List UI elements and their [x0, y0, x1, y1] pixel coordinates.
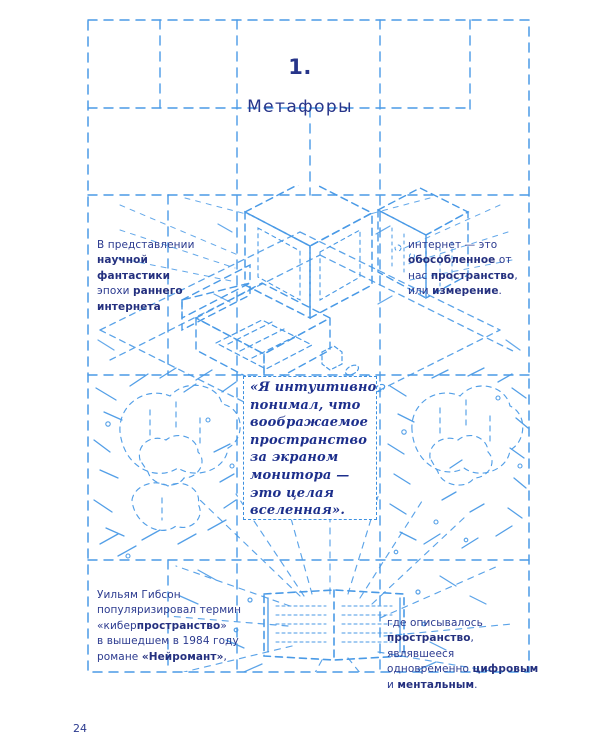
page-number: 24: [73, 722, 87, 735]
quote-text: «Я интуитивно понимал, что воображаемое …: [250, 380, 377, 519]
quote-box: [243, 376, 377, 520]
chapter-number: 1.: [288, 55, 312, 79]
chapter-title: Метафоры: [247, 97, 353, 117]
